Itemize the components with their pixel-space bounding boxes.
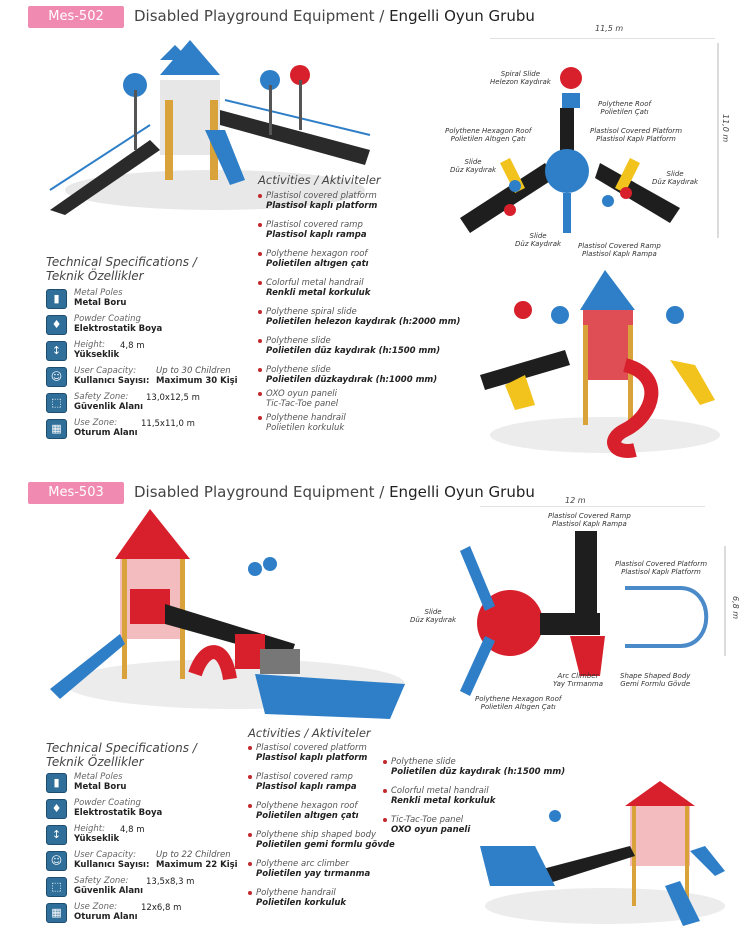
spec-value-height: 4,8 m <box>120 341 145 351</box>
safety-icon: ⬚ <box>46 877 67 897</box>
spec-item-capacity: ☺ User Capacity:Kullanıcı Sayısı: Up to … <box>46 366 256 389</box>
plan-view <box>440 506 735 706</box>
plan-width-dimension: 12 m <box>565 496 586 505</box>
product-code-badge: Mes-503 <box>28 482 124 504</box>
tech-spec-title: Technical Specifications / Teknik Özelli… <box>46 741 197 769</box>
title-en: Disabled Playground Equipment / <box>134 7 390 25</box>
product-section-mes-502: Mes-502 Disabled Playground Equipment / … <box>0 0 750 465</box>
spec-value-safety: 13,0x12,5 m <box>146 393 200 403</box>
spec-value-use-zone: 11,5x11,0 m <box>141 419 195 429</box>
plan-height-dimension: 11,0 m <box>721 114 730 143</box>
product-section-mes-503: Mes-503 Disabled Playground Equipment / … <box>0 476 750 935</box>
safety-icon: ⬚ <box>46 393 67 413</box>
playground-render-secondary <box>475 265 725 460</box>
spec-item-safety: ⬚ Safety Zone:Güvenlik Alanı 13,5x8,3 m <box>46 876 256 899</box>
product-code-badge: Mes-502 <box>28 6 124 28</box>
title-en: Disabled Playground Equipment / <box>134 483 390 501</box>
product-title: Disabled Playground Equipment / Engelli … <box>134 7 535 25</box>
spec-item-use-zone: ▦ Use Zone:Oturum Alanı 12x6,8 m <box>46 902 256 925</box>
capacity-icon: ☺ <box>46 851 67 871</box>
plan-view <box>450 38 740 260</box>
spec-value-safety: 13,5x8,3 m <box>146 877 195 887</box>
activities-title: Activities / Aktiviteler <box>258 173 381 187</box>
spec-item-height: ↕ Height:Yükseklik 4,8 m <box>46 824 256 847</box>
coating-icon: ♦ <box>46 315 67 335</box>
playground-render-main <box>40 40 380 215</box>
title-tr: Engelli Oyun Grubu <box>389 483 535 501</box>
height-icon: ↕ <box>46 341 67 361</box>
activities-title: Activities / Aktiviteler <box>248 726 371 740</box>
poles-icon: ▮ <box>46 773 67 793</box>
spec-value-capacity-tr: Maximum 22 Kişi <box>156 860 238 870</box>
tech-spec-title: Technical Specifications / Teknik Özelli… <box>46 255 197 283</box>
use-zone-icon: ▦ <box>46 903 67 923</box>
spec-value-capacity-tr: Maximum 30 Kişi <box>156 376 238 386</box>
spec-value-capacity-en: Up to 22 Children <box>156 850 231 860</box>
spec-item-height: ↕ Height:Yükseklik 4,8 m <box>46 340 256 363</box>
title-tr: Engelli Oyun Grubu <box>389 7 535 25</box>
capacity-icon: ☺ <box>46 367 67 387</box>
use-zone-icon: ▦ <box>46 419 67 439</box>
playground-render-main <box>45 504 415 724</box>
poles-icon: ▮ <box>46 289 67 309</box>
plan-width-dimension: 11,5 m <box>595 24 624 33</box>
spec-item-capacity: ☺ User Capacity:Kullanıcı Sayısı: Up to … <box>46 850 256 873</box>
coating-icon: ♦ <box>46 799 67 819</box>
spec-value-use-zone: 12x6,8 m <box>141 903 182 913</box>
playground-render-secondary <box>475 776 730 931</box>
spec-value-height: 4,8 m <box>120 825 145 835</box>
height-icon: ↕ <box>46 825 67 845</box>
spec-item-safety: ⬚ Safety Zone:Güvenlik Alanı 13,0x12,5 m <box>46 392 256 415</box>
spec-value-capacity-en: Up to 30 Children <box>156 366 231 376</box>
product-title: Disabled Playground Equipment / Engelli … <box>134 483 535 501</box>
plan-height-dimension: 6,8 m <box>731 596 740 620</box>
spec-item-use-zone: ▦ Use Zone:Oturum Alanı 11,5x11,0 m <box>46 418 256 441</box>
